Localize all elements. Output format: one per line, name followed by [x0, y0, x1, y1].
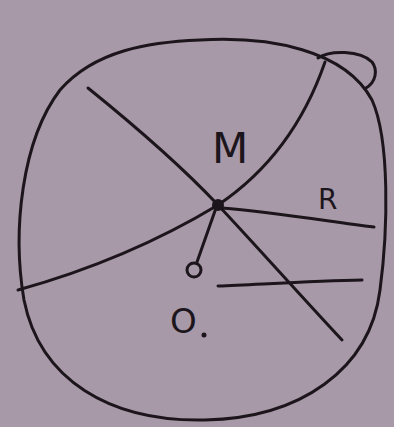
- point-label: O: [170, 304, 197, 338]
- chord-line: [18, 62, 325, 290]
- point-label: M: [212, 128, 248, 170]
- circle-outline: [19, 39, 386, 420]
- outline-tail: [318, 52, 375, 88]
- horizontal-line: [218, 280, 362, 286]
- point-label: R: [318, 186, 337, 214]
- point-o: [187, 263, 201, 277]
- dot-mark: [202, 333, 207, 338]
- point-m: [212, 199, 224, 211]
- radius-line: [222, 208, 374, 227]
- chord-line: [88, 88, 342, 340]
- segment-mo: [197, 208, 216, 262]
